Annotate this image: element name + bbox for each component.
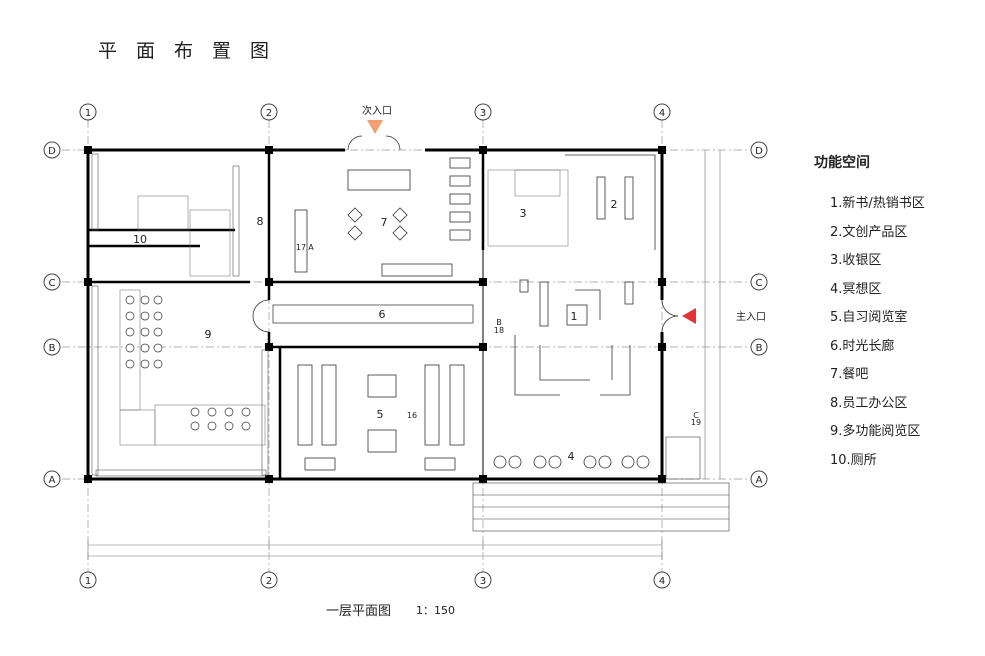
- room-number-8: 8: [257, 215, 264, 228]
- reading-room-5: [297, 364, 465, 471]
- grid-col-2-top: 2: [266, 108, 272, 119]
- meditation-seats-4: [493, 455, 650, 469]
- dining-tables-7: [294, 157, 471, 277]
- grid-col-1-top: 1: [85, 108, 91, 119]
- seating-area-9: [125, 295, 251, 431]
- legend: 功能空间 1.新书/热销书区 2.文创产品区 3.收银区 4.冥想区 5.自习阅…: [814, 152, 925, 475]
- room-number-3: 3: [520, 207, 527, 220]
- grid-row-b-left: B: [49, 343, 56, 354]
- grid-col-2-bottom: 2: [266, 576, 272, 587]
- grid-col-1-bottom: 1: [85, 576, 91, 587]
- legend-item: 7.餐吧: [830, 367, 869, 382]
- room-number-9: 9: [205, 328, 212, 341]
- grid-col-3-top: 3: [480, 108, 486, 119]
- legend-item: 4.冥想区: [830, 281, 882, 297]
- mark-a: A: [308, 243, 314, 252]
- mark-19: 19: [691, 418, 701, 427]
- shelves-1-2: [514, 154, 656, 396]
- hatched-walls: [91, 153, 269, 477]
- grid-row-d-left: D: [48, 146, 56, 157]
- legend-item: 10.厕所: [830, 452, 877, 468]
- legend-item: 6.时光长廊: [830, 338, 895, 354]
- grid-bubbles: [43, 103, 768, 589]
- room-number-4: 4: [568, 450, 575, 463]
- exterior-deck: [472, 436, 730, 532]
- grid-row-a-right: A: [756, 475, 763, 486]
- legend-item: 9.多功能阅览区: [830, 424, 921, 439]
- secondary-entrance-arrow: [367, 120, 383, 134]
- mark-c: C: [693, 411, 699, 420]
- legend-item: 5.自习阅览室: [830, 310, 908, 325]
- room-number-5: 5: [377, 408, 384, 421]
- room-number-10: 10: [133, 233, 147, 246]
- secondary-entrance-label: 次入口: [362, 104, 392, 117]
- room-number-1: 1: [571, 310, 578, 323]
- legend-heading: 功能空间: [814, 155, 870, 171]
- legend-item: 3.收银区: [830, 253, 882, 268]
- grid-row-b-right: B: [756, 343, 763, 354]
- grid-col-4-bottom: 4: [659, 576, 665, 587]
- main-entrance-label: 主入口: [736, 311, 766, 323]
- doors: [252, 135, 679, 333]
- plan-caption: 一层平面图: [326, 604, 392, 619]
- legend-item: 2.文创产品区: [830, 224, 908, 240]
- legend-item: 1.新书/热销书区: [830, 196, 925, 211]
- grid-col-4-top: 4: [659, 108, 665, 119]
- room-number-2: 2: [611, 198, 618, 211]
- mark-16: 16: [407, 411, 417, 420]
- plan-scale: 1：150: [416, 604, 455, 617]
- page-title: 平面布置图: [98, 40, 289, 62]
- grid-row-a-left: A: [49, 475, 56, 486]
- main-entrance-arrow: [682, 308, 696, 324]
- grid-row-d-right: D: [755, 146, 763, 157]
- mark-17: 17: [296, 243, 306, 252]
- legend-item: 8.员工办公区: [830, 395, 908, 411]
- grid-row-c-left: C: [49, 278, 56, 289]
- mark-18: 18: [494, 326, 504, 335]
- corridor-6: [272, 304, 474, 324]
- mark-b: B: [496, 318, 502, 327]
- dimension-lines: [87, 150, 721, 560]
- stairs: [119, 169, 569, 446]
- grid-row-c-right: C: [756, 278, 763, 289]
- structural-columns: [84, 146, 666, 483]
- grid-col-3-bottom: 3: [480, 576, 486, 587]
- room-number-6: 6: [379, 308, 386, 321]
- room-number-7: 7: [381, 216, 388, 229]
